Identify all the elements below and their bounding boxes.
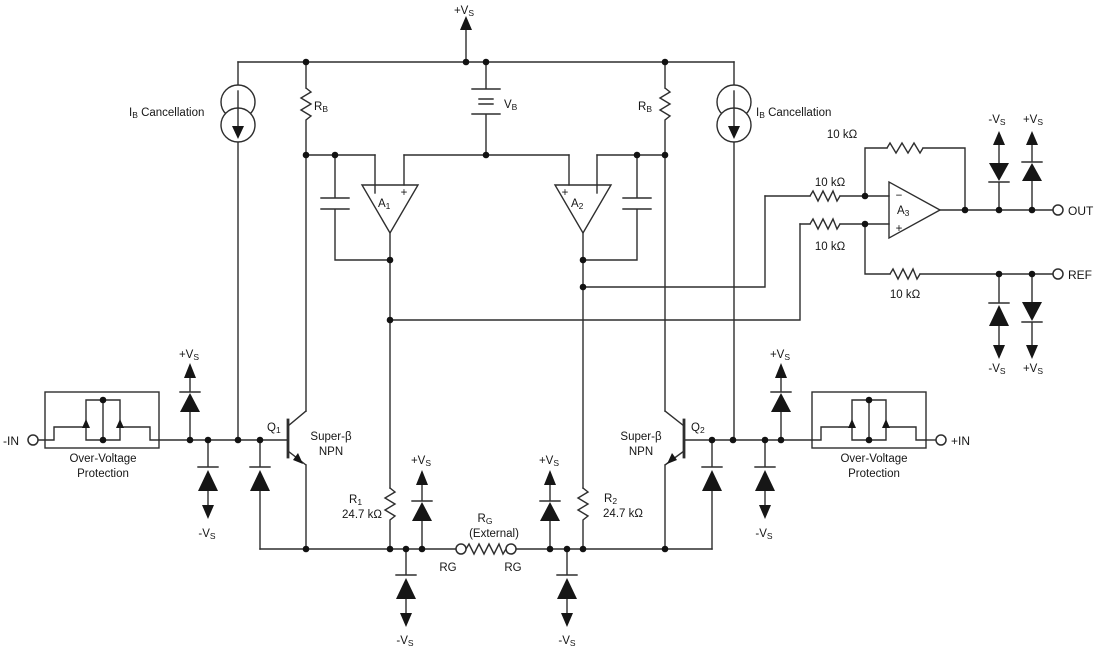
label-plus-vs-out: +VS: [1023, 114, 1043, 127]
terminal-ref: [1052, 268, 1064, 280]
label-in-pos: +IN: [951, 434, 970, 448]
label-ib-cancellation-right: IB Cancellation: [756, 107, 831, 120]
label-rg-external: (External): [469, 528, 519, 540]
label-r1: R1: [349, 494, 362, 507]
label-minus-vs-in-right: -VS: [755, 528, 773, 541]
label-r2: R2: [604, 493, 617, 506]
label-npn-left: NPN: [319, 446, 343, 458]
label-npn-right: NPN: [629, 446, 653, 458]
label-10k-noninverting: 10 kΩ: [815, 241, 846, 253]
label-rg-pin-right: RG: [504, 562, 521, 574]
label-minus-vs-ref: -VS: [988, 363, 1006, 376]
wires: [37, 29, 1054, 615]
label-ib-cancellation-left: IB Cancellation: [129, 107, 204, 120]
label-a2: A2: [571, 198, 584, 211]
terminal-in-neg: [27, 434, 39, 446]
label-a1: A1: [378, 198, 391, 211]
label-r1-value: 24.7 kΩ: [342, 509, 382, 521]
transistor-q2: [664, 410, 686, 550]
label-out: OUT: [1068, 204, 1094, 218]
label-q1: Q1: [267, 422, 281, 435]
a2-noninverting-mark: +: [562, 187, 569, 199]
label-minus-vs-bottom-right: -VS: [558, 635, 576, 648]
terminal-rg-right: [505, 543, 517, 555]
label-minus-vs-out: -VS: [988, 114, 1006, 127]
terminal-out: [1052, 204, 1064, 216]
label-plus-vs-bottom-left: +VS: [411, 455, 431, 468]
opamp-a2-body: [553, 184, 613, 235]
label-10k-ref: 10 kΩ: [890, 289, 921, 301]
label-ref: REF: [1068, 268, 1092, 282]
label-rb-left: RB: [314, 101, 328, 114]
label-plus-vs-top: +VS: [454, 5, 474, 18]
terminal-in-pos: [935, 434, 947, 446]
diode-icons: [180, 16, 1042, 627]
transistor-q1: [286, 410, 307, 550]
ib-cancellation-source-right: [716, 84, 752, 143]
a3-inverting-mark: −: [896, 190, 903, 202]
label-ovp-right-line2: Protection: [848, 468, 900, 480]
label-in-neg: -IN: [3, 434, 19, 448]
label-plus-vs-in-left: +VS: [179, 349, 199, 362]
label-rg: RG: [478, 513, 493, 526]
label-ovp-left-line1: Over-Voltage: [69, 453, 136, 465]
label-plus-vs-bottom-right: +VS: [539, 455, 559, 468]
label-rg-pin-left: RG: [439, 562, 456, 574]
label-minus-vs-in-left: -VS: [198, 528, 216, 541]
label-super-beta-left: Super-β: [310, 431, 352, 443]
opamp-a1-body: [360, 184, 420, 235]
label-rb-right: RB: [638, 101, 652, 114]
label-r2-value: 24.7 kΩ: [603, 508, 643, 520]
label-ovp-left-line2: Protection: [77, 468, 129, 480]
a3-noninverting-mark: +: [896, 223, 903, 235]
label-minus-vs-bottom-left: -VS: [396, 635, 414, 648]
ib-cancellation-source-left: [220, 84, 256, 143]
label-ovp-right-line1: Over-Voltage: [840, 453, 907, 465]
label-plus-vs-in-right: +VS: [770, 349, 790, 362]
label-10k-inverting: 10 kΩ: [815, 177, 846, 189]
label-q2: Q2: [691, 422, 705, 435]
label-vb: VB: [504, 99, 518, 112]
label-plus-vs-ref: +VS: [1023, 363, 1043, 376]
label-a3: A3: [897, 205, 910, 218]
label-super-beta-right: Super-β: [620, 431, 662, 443]
opamp-a3-body: [888, 180, 942, 240]
label-10k-feedback: 10 kΩ: [827, 129, 858, 141]
junction-dots: [99, 58, 1036, 553]
terminal-rg-left: [455, 543, 467, 555]
a1-noninverting-mark: +: [401, 187, 408, 199]
